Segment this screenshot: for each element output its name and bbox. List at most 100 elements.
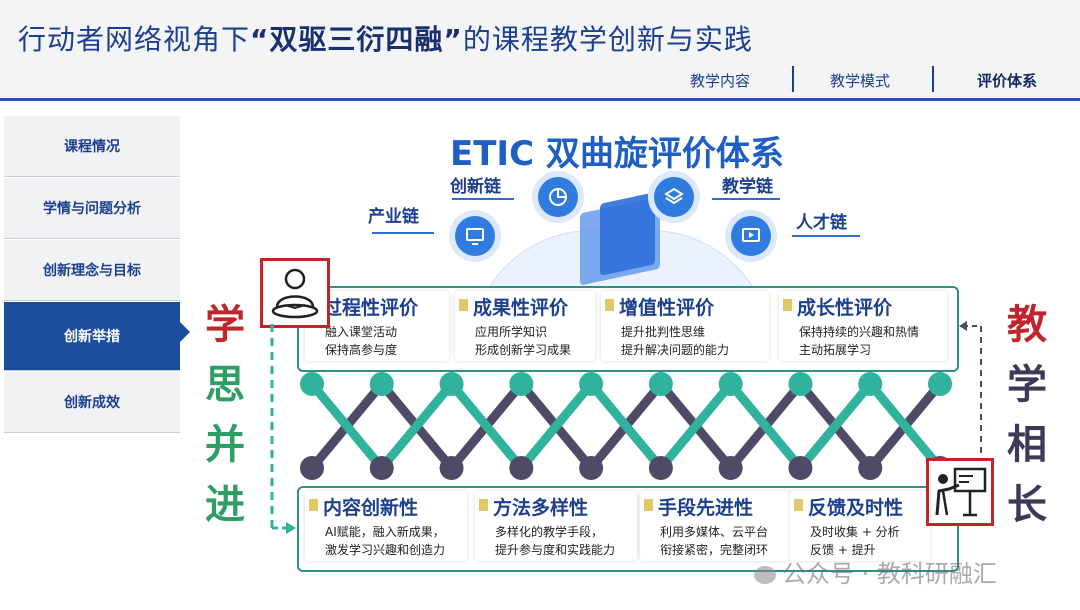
tab-teaching-content[interactable]: 教学内容 [690, 72, 751, 90]
nav-divider [792, 66, 794, 92]
helix-node [788, 372, 813, 396]
card-title: 成果性评价 [473, 297, 569, 319]
helix-strand-teal [447, 379, 526, 473]
connector-line [372, 232, 434, 234]
evaluation-card: 内容创新性 AI赋能，融入新成果， 激发学习兴趣和创造力 [305, 491, 467, 561]
sidebar-item-learning-analysis[interactable]: 学情与问题分析 [4, 178, 180, 239]
helix-strand-teal [307, 379, 387, 473]
diagram-title: ETIC 双曲旋评价体系 [450, 134, 784, 174]
card-line: 应用所学知识 [475, 325, 548, 339]
calligraphy-char: 思 [205, 361, 245, 408]
helix-strand-teal [656, 379, 736, 473]
card-line: 主动拓展学习 [799, 343, 872, 357]
helix-strand-teal [377, 379, 457, 473]
helix-node [439, 456, 464, 480]
evaluation-card: 反馈及时性 及时收集 + 分析 反馈 + 提升 [790, 491, 930, 561]
card-line: 衔接紧密，完整闭环 [660, 543, 769, 557]
title-highlight: “双驱三衍四融” [250, 23, 463, 56]
tab-evaluation-system[interactable]: 评价体系 [977, 72, 1038, 90]
helix-node [858, 456, 883, 480]
helix-node [579, 456, 604, 480]
card-title: 反馈及时性 [808, 497, 904, 519]
play-screen-icon [731, 216, 771, 256]
helix-node [509, 456, 534, 480]
card-line: 保持高参与度 [325, 343, 398, 357]
chain-label-industry: 产业链 [368, 207, 419, 227]
chain-label-teaching: 教学链 [722, 177, 773, 197]
layers-icon [654, 177, 694, 217]
page-title: 行动者网络视角下“双驱三衍四融”的课程教学创新与实践 [18, 18, 753, 58]
calligraphy-char: 长 [1007, 481, 1047, 528]
title-suffix: 的课程教学创新与实践 [462, 23, 753, 56]
helix-strand-teal [586, 379, 666, 473]
sidebar-item-innovation-goals[interactable]: 创新理念与目标 [4, 240, 180, 301]
card-marker [783, 299, 792, 311]
card-line: 多样化的教学手段， [495, 525, 604, 539]
calligraphy-char: 并 [205, 421, 245, 468]
card-title: 内容创新性 [323, 497, 419, 519]
helix-strand-teal [726, 379, 805, 473]
calligraphy-char: 相 [1007, 421, 1047, 468]
helix-node [718, 372, 743, 396]
title-prefix: 行动者网络视角下 [18, 23, 251, 56]
card-marker [644, 499, 653, 511]
connector-line [792, 235, 860, 237]
helix-node [648, 456, 673, 480]
card-marker [309, 499, 318, 511]
evaluation-card: 成长性评价 保持持续的兴趣和热情 主动拓展学习 [779, 291, 947, 361]
evaluation-card: 增值性评价 提升批判性思维 提升解决问题的能力 [601, 291, 769, 361]
tab-teaching-mode[interactable]: 教学模式 [830, 72, 891, 90]
evaluation-card: 成果性评价 应用所学知识 形成创新学习成果 [455, 291, 595, 361]
sidebar-item-innovation-measures[interactable]: 创新举措 [4, 302, 190, 371]
helix-node [439, 372, 464, 396]
card-marker [479, 499, 488, 511]
helix-node [579, 372, 604, 396]
header-underline [0, 98, 1080, 101]
card-line: AI赋能，融入新成果， [325, 525, 445, 539]
helix-strand-teal [795, 379, 875, 473]
card-line: 及时收集 + 分析 [810, 525, 900, 539]
calligraphy-char: 教 [1007, 301, 1047, 348]
watermark: 公众号 · 教科研融汇 [754, 554, 997, 589]
teacher-presentation-icon [926, 458, 994, 526]
card-line: 利用多媒体、云平台 [660, 525, 769, 539]
card-title: 手段先进性 [658, 497, 754, 519]
card-title: 过程性评价 [323, 297, 419, 319]
wechat-icon [754, 566, 776, 584]
helix-node [369, 372, 394, 396]
card-title: 方法多样性 [493, 497, 589, 519]
helix-strand-teal [516, 379, 596, 473]
card-line: 提升解决问题的能力 [621, 343, 730, 357]
calligraphy-char: 学 [205, 301, 245, 348]
helix-node [509, 372, 534, 396]
card-marker [459, 299, 468, 311]
connector-line [712, 198, 780, 200]
card-line: 反馈 + 提升 [810, 543, 876, 557]
sidebar-item-innovation-results[interactable]: 创新成效 [4, 372, 180, 433]
chain-label-talent: 人才链 [796, 213, 847, 233]
chart-pie-icon [538, 177, 578, 217]
calligraphy-char: 进 [205, 481, 245, 528]
double-helix-graphic [300, 372, 952, 480]
glass-panel-graphic [600, 192, 655, 276]
card-line: 激发学习兴趣和创造力 [325, 543, 446, 557]
card-line: 保持持续的兴趣和热情 [799, 325, 920, 339]
helix-node [928, 372, 952, 396]
card-marker [605, 299, 614, 311]
card-line: 提升参与度和实践能力 [495, 543, 616, 557]
sidebar-item-course-info[interactable]: 课程情况 [4, 116, 180, 177]
calligraphy-char: 学 [1007, 361, 1047, 408]
helix-node [858, 372, 883, 396]
helix-node [369, 456, 394, 480]
card-line: 提升批判性思维 [621, 325, 706, 339]
helix-node [648, 372, 673, 396]
helix-strand-teal [865, 379, 945, 473]
card-title: 成长性评价 [797, 297, 893, 319]
right-dashed-arrow [959, 321, 982, 460]
card-marker [794, 499, 803, 511]
card-line: 融入课堂活动 [325, 325, 398, 339]
connector-line [452, 198, 514, 200]
helix-node [788, 456, 813, 480]
helix-node [300, 372, 324, 396]
nav-divider [932, 66, 934, 92]
